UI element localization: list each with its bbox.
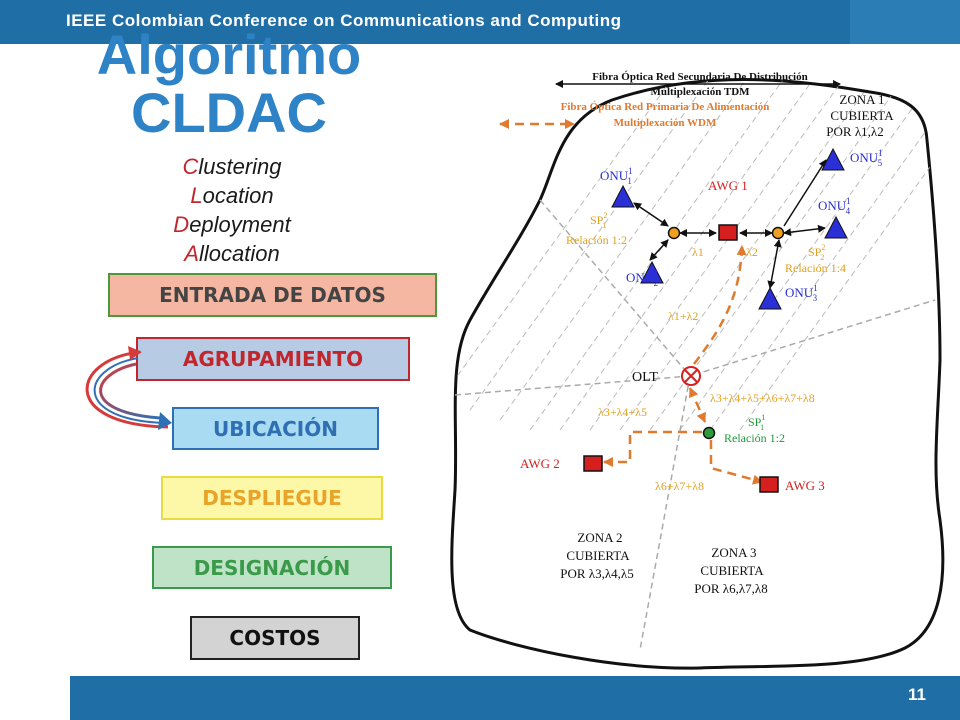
relacion-1-2-sp1: Relación 1:2 xyxy=(724,431,785,445)
olt-label: OLT xyxy=(632,370,658,385)
page-number: 11 xyxy=(908,685,926,704)
header-bar xyxy=(0,0,960,44)
splitter-sp2-2[interactable] xyxy=(771,226,785,240)
onu-1-5-triangle-icon[interactable] xyxy=(821,147,845,171)
zone1-line-2: CUBIERTA xyxy=(830,108,894,123)
awg1-label: AWG 1 xyxy=(708,178,748,193)
zone-labels: ZONA 1 CUBIERTA POR λ1,λ2 ZONA 2 CUBIERT… xyxy=(560,92,894,596)
splitter-sp2-1[interactable] xyxy=(667,226,681,240)
awg3-label: AWG 3 xyxy=(785,478,825,493)
wdm-links xyxy=(603,245,763,485)
step-despliegue[interactable]: DESPLIEGUE xyxy=(161,476,383,520)
onu-1-1-triangle-icon[interactable] xyxy=(611,184,635,208)
step-ubicacion[interactable]: UBICACIÓN xyxy=(172,407,379,450)
lambda3-8-label: λ3+λ4+λ5+λ6+λ7+λ8 xyxy=(710,391,815,405)
step-agrupamiento[interactable]: AGRUPAMIENTO xyxy=(136,337,410,381)
zone3-line-1: ZONA 3 xyxy=(711,545,756,560)
legend-line-1: Fibra Óptica Red Secundaria De Distribuc… xyxy=(592,71,807,83)
lambda1-label: λ1 xyxy=(692,245,704,259)
zone3-line-3: POR λ6,λ7,λ8 xyxy=(694,581,767,596)
lambda1-2-label: λ1+λ2 xyxy=(668,309,698,323)
feedback-arrow xyxy=(85,346,172,430)
step-costos[interactable]: COSTOS xyxy=(190,616,360,660)
zone1-line-1: ZONA 1 xyxy=(839,92,884,107)
legend-line-3: Fibra Óptica Red Primaria De Alimentació… xyxy=(561,101,770,113)
step-entrada-de-datos[interactable]: ENTRADA DE DATOS xyxy=(108,273,437,317)
slide-title: Algoritmo CLDAC xyxy=(74,26,384,142)
relacion-1-2-zone1: Relación 1:2 xyxy=(566,233,627,247)
relacion-1-4: Relación 1:4 xyxy=(785,261,846,275)
awg2-label: AWG 2 xyxy=(520,456,560,471)
header-decoration xyxy=(850,0,960,44)
zone3-line-2: CUBIERTA xyxy=(700,563,764,578)
zone2-line-1: ZONA 2 xyxy=(577,530,622,545)
conference-title: IEEE Colombian Conference on Communicati… xyxy=(66,11,622,30)
legend-line-4: Multiplexación WDM xyxy=(614,117,717,129)
title-line-1: Algoritmo xyxy=(96,23,362,86)
awg2-node[interactable] xyxy=(583,455,603,472)
diagram-legend: Fibra Óptica Red Secundaria De Distribuc… xyxy=(499,71,841,129)
lambda3-5-label: λ3+λ4+λ5 xyxy=(598,405,647,419)
onu-1-3-triangle-icon[interactable] xyxy=(758,286,782,310)
acronym-item: Location xyxy=(190,183,274,208)
title-line-2: CLDAC xyxy=(131,81,327,144)
tdm-links xyxy=(633,159,827,289)
acronym-list: Clustering Location Deployment Allocatio… xyxy=(132,152,332,297)
olt-node[interactable] xyxy=(681,366,701,386)
footer-left-block xyxy=(0,676,70,720)
step-designacion[interactable]: DESIGNACIÓN xyxy=(152,546,392,589)
awg3-node[interactable] xyxy=(759,476,779,493)
acronym-item: Deployment xyxy=(173,212,291,237)
zone2-line-3: POR λ3,λ4,λ5 xyxy=(560,566,633,581)
splitter-sp1-1[interactable] xyxy=(702,426,716,440)
lambda6-8-label: λ6+λ7+λ8 xyxy=(655,479,704,493)
awg1-node[interactable] xyxy=(718,224,738,241)
legend-line-2: Multiplexación TDM xyxy=(650,86,750,98)
acronym-item: Clustering xyxy=(182,154,282,179)
onu-1-2-triangle-icon[interactable] xyxy=(640,260,664,284)
footer-bar xyxy=(0,676,960,720)
lambda2-label: λ2 xyxy=(746,245,758,259)
onu-1-4-triangle-icon[interactable] xyxy=(824,215,848,239)
zone1-line-3: POR λ1,λ2 xyxy=(826,124,883,139)
acronym-item: Allocation xyxy=(184,241,280,266)
zone2-line-2: CUBIERTA xyxy=(566,548,630,563)
